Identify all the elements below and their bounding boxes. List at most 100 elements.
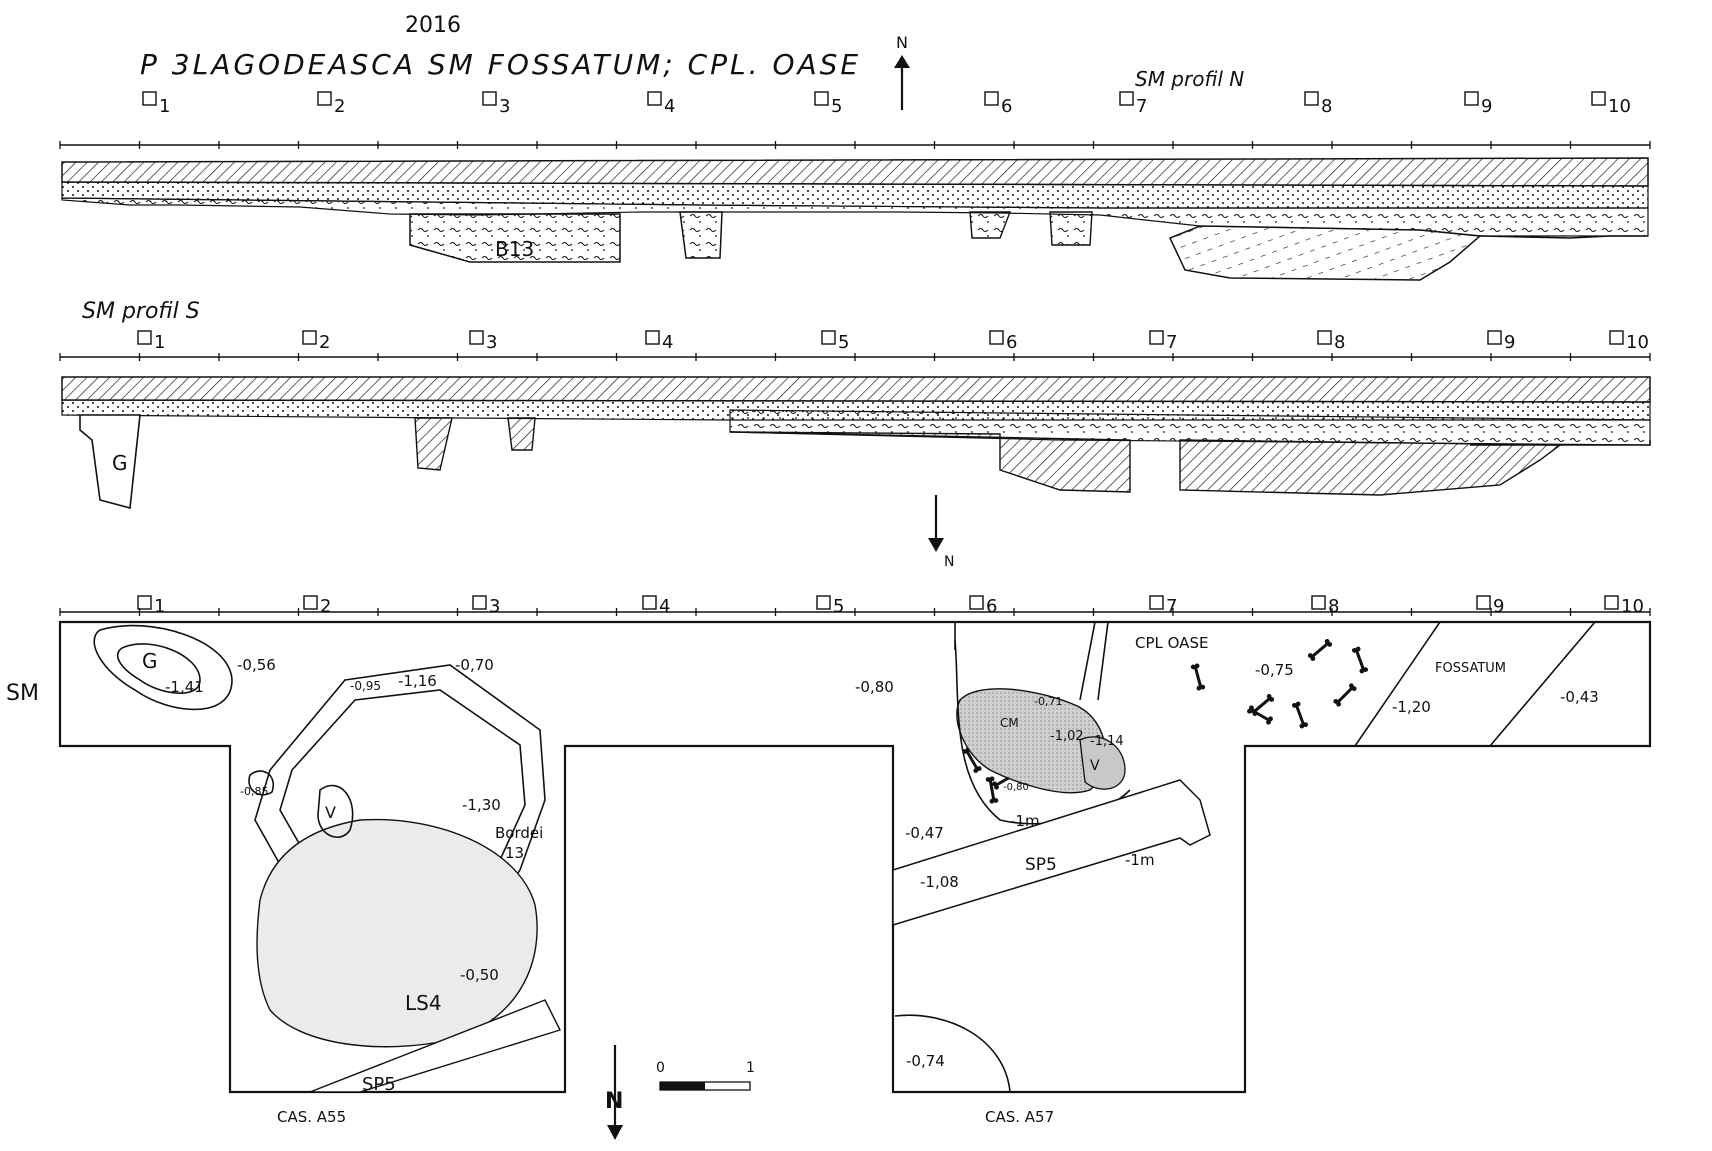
ls4-label: LS4 <box>405 991 442 1015</box>
depth-116: -1,16 <box>398 672 437 690</box>
depth-071: -0,71 <box>1034 695 1062 708</box>
plan-v-left: V <box>325 803 336 822</box>
square-2: 2 <box>302 330 330 353</box>
trench-outline <box>58 620 1652 1094</box>
depth-056: -0,56 <box>237 656 276 674</box>
sp5-left-trench: SP5 <box>309 999 561 1095</box>
depth-130: -1,30 <box>462 796 501 814</box>
square-5: 5 <box>821 330 849 353</box>
profile-n-scale-line <box>59 141 1651 149</box>
depth-114: -1,14 <box>1090 734 1124 749</box>
bone-1 <box>1307 638 1333 662</box>
square-label-7: 7 <box>1166 596 1177 617</box>
cas-right-caption: CAS. A57 <box>985 1108 1054 1126</box>
square-label-5: 5 <box>838 332 849 353</box>
square-7: 7 <box>1149 595 1177 617</box>
cm-label: CM <box>1000 716 1019 730</box>
cpl-oase-label: CPL OASE <box>1135 634 1208 652</box>
square-9: 9 <box>1476 595 1504 617</box>
square-4: 4 <box>645 330 673 353</box>
svg-text:N: N <box>605 1089 623 1114</box>
square-3: 3 <box>472 595 500 617</box>
square-label-2: 2 <box>320 596 331 617</box>
sp5-left-label: SP5 <box>362 1074 396 1095</box>
depth-095: -0,95 <box>350 679 381 693</box>
bone-5 <box>1333 683 1357 707</box>
square-label-5: 5 <box>831 96 842 117</box>
depth-1m-a: -1m <box>1010 812 1040 830</box>
square-label-7: 7 <box>1136 96 1147 117</box>
square-7: 7 <box>1149 330 1177 353</box>
square-6: 6 <box>984 91 1012 117</box>
square-label-10: 10 <box>1621 596 1644 617</box>
profile-s-scale-line <box>59 353 1651 361</box>
depth-141: -1,41 <box>165 678 204 696</box>
bordei-13-feature: V -0,85 -1,30 Bordei 13 -0,50 LS4 <box>240 664 546 1048</box>
depth-050: -0,50 <box>460 966 499 984</box>
square-label-10: 10 <box>1626 332 1649 353</box>
depth-080b: -0,80 <box>1003 782 1029 793</box>
bone-finds <box>962 638 1369 804</box>
square-label-4: 4 <box>664 96 675 117</box>
plan-v-right: V <box>1090 758 1100 774</box>
square-label-10: 10 <box>1608 96 1631 117</box>
square-label-9: 9 <box>1481 96 1492 117</box>
square-1: 1 <box>137 330 165 353</box>
profile-s-g-label: G <box>112 451 128 475</box>
depth-102: -1,02 <box>1050 729 1084 744</box>
bone-9 <box>985 776 999 804</box>
square-5: 5 <box>816 595 844 617</box>
square-10: 10 <box>1591 91 1631 117</box>
depth-080: -0,80 <box>855 678 894 696</box>
year-label: 2016 <box>405 13 461 38</box>
square-label-1: 1 <box>154 596 165 617</box>
square-label-6: 6 <box>986 596 997 617</box>
square-1: 1 <box>137 595 165 617</box>
bone-7 <box>1247 705 1273 725</box>
depth-108: -1,08 <box>920 873 959 891</box>
square-4: 4 <box>647 91 675 117</box>
plan-sm-label: SM <box>6 681 39 706</box>
sp5-right-trench: -1,08 SP5 -1m <box>892 779 1211 927</box>
profile-s-title: SM profil S <box>82 299 200 324</box>
depth-074: -0,74 <box>906 1052 945 1070</box>
square-10: 10 <box>1609 330 1649 353</box>
square-label-4: 4 <box>659 596 670 617</box>
square-3: 3 <box>482 91 510 117</box>
bordei-label: Bordei <box>495 824 543 842</box>
profile-n-title: SM profil N <box>1135 67 1244 91</box>
profile-s-section: G <box>61 376 1651 510</box>
bone-2 <box>1351 646 1369 674</box>
plan-g-label: G <box>142 649 158 673</box>
plan-square-labels: 1 2 3 4 5 6 7 8 9 10 <box>137 595 1644 617</box>
depth-070: -0,70 <box>455 656 494 674</box>
bordei-number: 13 <box>505 844 524 862</box>
square-label-6: 6 <box>1001 96 1012 117</box>
svg-text:N: N <box>944 554 954 570</box>
square-9: 9 <box>1464 91 1492 117</box>
depth-043: -0,43 <box>1560 688 1599 706</box>
profile-n-square-labels: 1 2 3 4 5 6 7 8 9 10 <box>142 91 1631 117</box>
square-7: 7 <box>1119 91 1147 117</box>
square-9: 9 <box>1487 330 1515 353</box>
depth-120: -1,20 <box>1392 698 1431 716</box>
square-label-1: 1 <box>154 332 165 353</box>
square-label-7: 7 <box>1166 332 1177 353</box>
cm-feature: -0,71 CM -1,02 -1,14 V -0,80 <box>954 621 1131 825</box>
square-8: 8 <box>1304 91 1332 117</box>
pit-quarter-circle <box>894 1014 1011 1093</box>
square-label-5: 5 <box>833 596 844 617</box>
square-label-2: 2 <box>334 96 345 117</box>
square-label-8: 8 <box>1328 596 1339 617</box>
north-arrow-middle: N <box>928 495 954 570</box>
square-label-2: 2 <box>319 332 330 353</box>
square-label-8: 8 <box>1334 332 1345 353</box>
drawing-title: P 3LAGODEASCA SM FOSSATUM; CPL. OASE <box>140 48 861 81</box>
square-10: 10 <box>1604 595 1644 617</box>
square-2: 2 <box>317 91 345 117</box>
square-6: 6 <box>969 595 997 617</box>
square-1: 1 <box>142 91 170 117</box>
square-8: 8 <box>1317 330 1345 353</box>
